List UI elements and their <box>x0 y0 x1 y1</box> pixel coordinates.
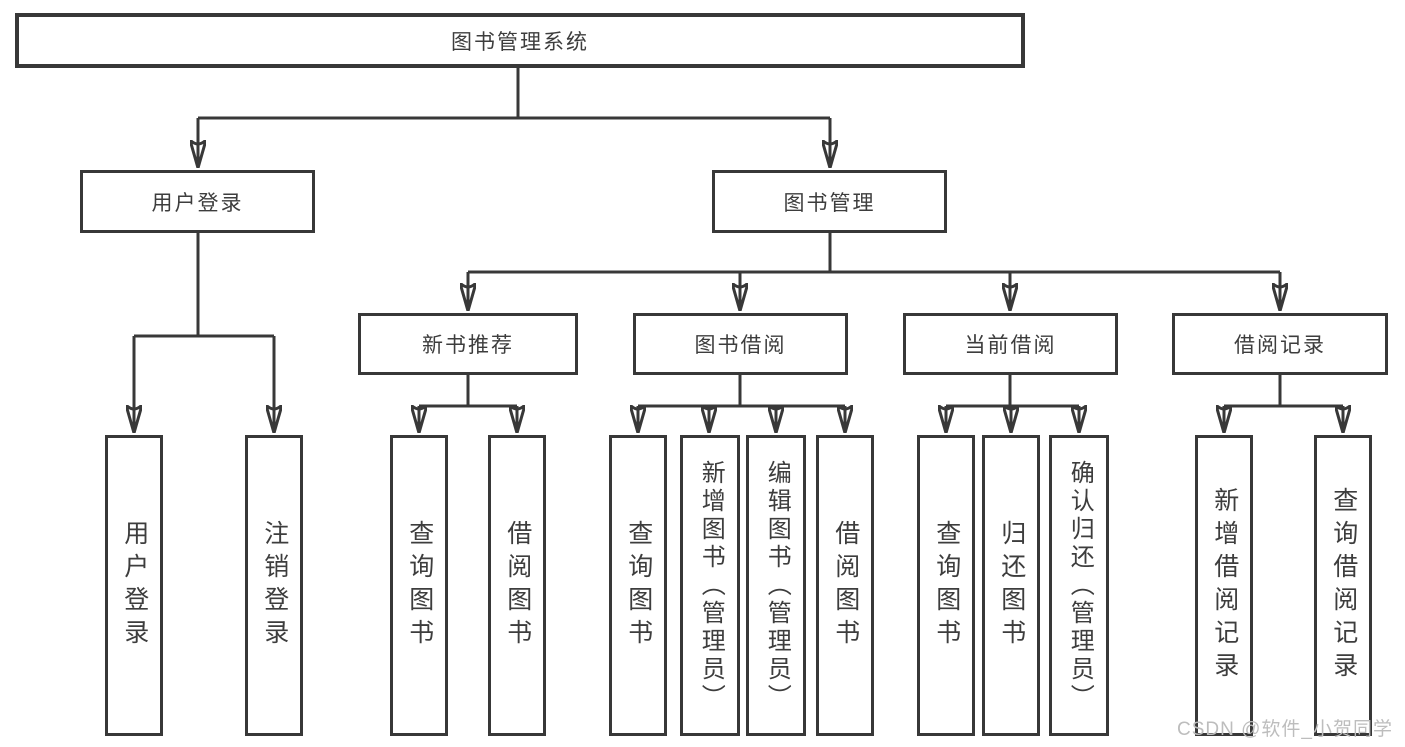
leaf-edit-book-admin: 编辑图书（管理员） <box>746 435 806 736</box>
node-library-management-system: 图书管理系统 <box>15 13 1025 68</box>
node-book-borrow: 图书借阅 <box>633 313 848 375</box>
leaf-recommend-borrow-books: 借阅图书 <box>488 435 546 736</box>
csdn-watermark: CSDN @软件_小贺同学 <box>1177 719 1393 740</box>
node-borrow-record: 借阅记录 <box>1172 313 1388 375</box>
leaf-borrow-books: 借阅图书 <box>816 435 874 736</box>
leaf-logout-login: 注销登录 <box>245 435 303 736</box>
leaf-query-borrow-record: 查询借阅记录 <box>1314 435 1372 736</box>
node-current-borrow: 当前借阅 <box>903 313 1118 375</box>
node-new-book-recommend: 新书推荐 <box>358 313 578 375</box>
leaf-return-books: 归还图书 <box>982 435 1040 736</box>
node-user-login: 用户登录 <box>80 170 315 233</box>
leaf-recommend-query-books: 查询图书 <box>390 435 448 736</box>
leaf-borrow-query-books: 查询图书 <box>609 435 667 736</box>
leaf-add-book-admin: 新增图书（管理员） <box>680 435 740 736</box>
leaf-confirm-return-admin: 确认归还（管理员） <box>1049 435 1109 736</box>
leaf-add-borrow-record: 新增借阅记录 <box>1195 435 1253 736</box>
node-book-management: 图书管理 <box>712 170 947 233</box>
leaf-current-query-books: 查询图书 <box>917 435 975 736</box>
leaf-user-login: 用户登录 <box>105 435 163 736</box>
